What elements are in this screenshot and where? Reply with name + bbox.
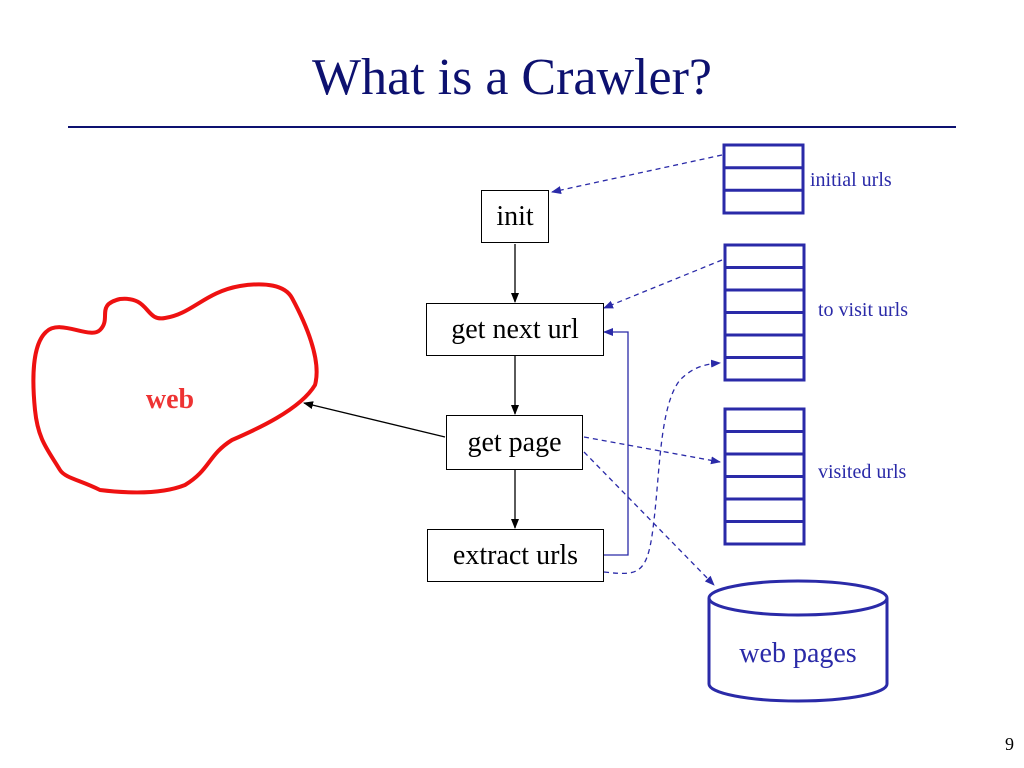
visited-urls-queue	[723, 407, 806, 546]
page-number: 9	[1005, 734, 1014, 754]
web-label: web	[145, 384, 195, 415]
to-visit-urls-label: to visit urls	[818, 299, 909, 321]
extract-urls-box: extract urls	[427, 529, 604, 582]
visited-urls-label: visited urls	[818, 461, 907, 483]
initial-urls-queue	[722, 143, 805, 215]
web-cloud-shape	[31, 282, 319, 495]
arrow-extract-urls-to-to-visit-urls	[603, 359, 721, 575]
get-next-url-box: get next url	[426, 303, 604, 356]
arrow-to-visit-urls-to-get-next-url	[603, 259, 723, 309]
arrow-initial-urls-to-init	[551, 154, 723, 194]
slide-title: What is a Crawler?	[312, 49, 712, 106]
get-page-box: get page	[446, 415, 583, 470]
arrow-extract-urls-loop-to-get-next-url	[603, 328, 629, 556]
arrow-get-page-to-visited-urls	[583, 436, 721, 465]
to-visit-urls-queue	[723, 243, 806, 382]
arrow-get-page-to-web-pages	[583, 451, 715, 586]
arrow-get-page-to-web	[303, 401, 446, 438]
title-underline	[68, 126, 956, 128]
web-pages-database	[707, 579, 889, 703]
initial-urls-label: initial urls	[810, 169, 892, 191]
web-pages-label: web pages	[739, 638, 857, 669]
init-box: init	[481, 190, 549, 243]
